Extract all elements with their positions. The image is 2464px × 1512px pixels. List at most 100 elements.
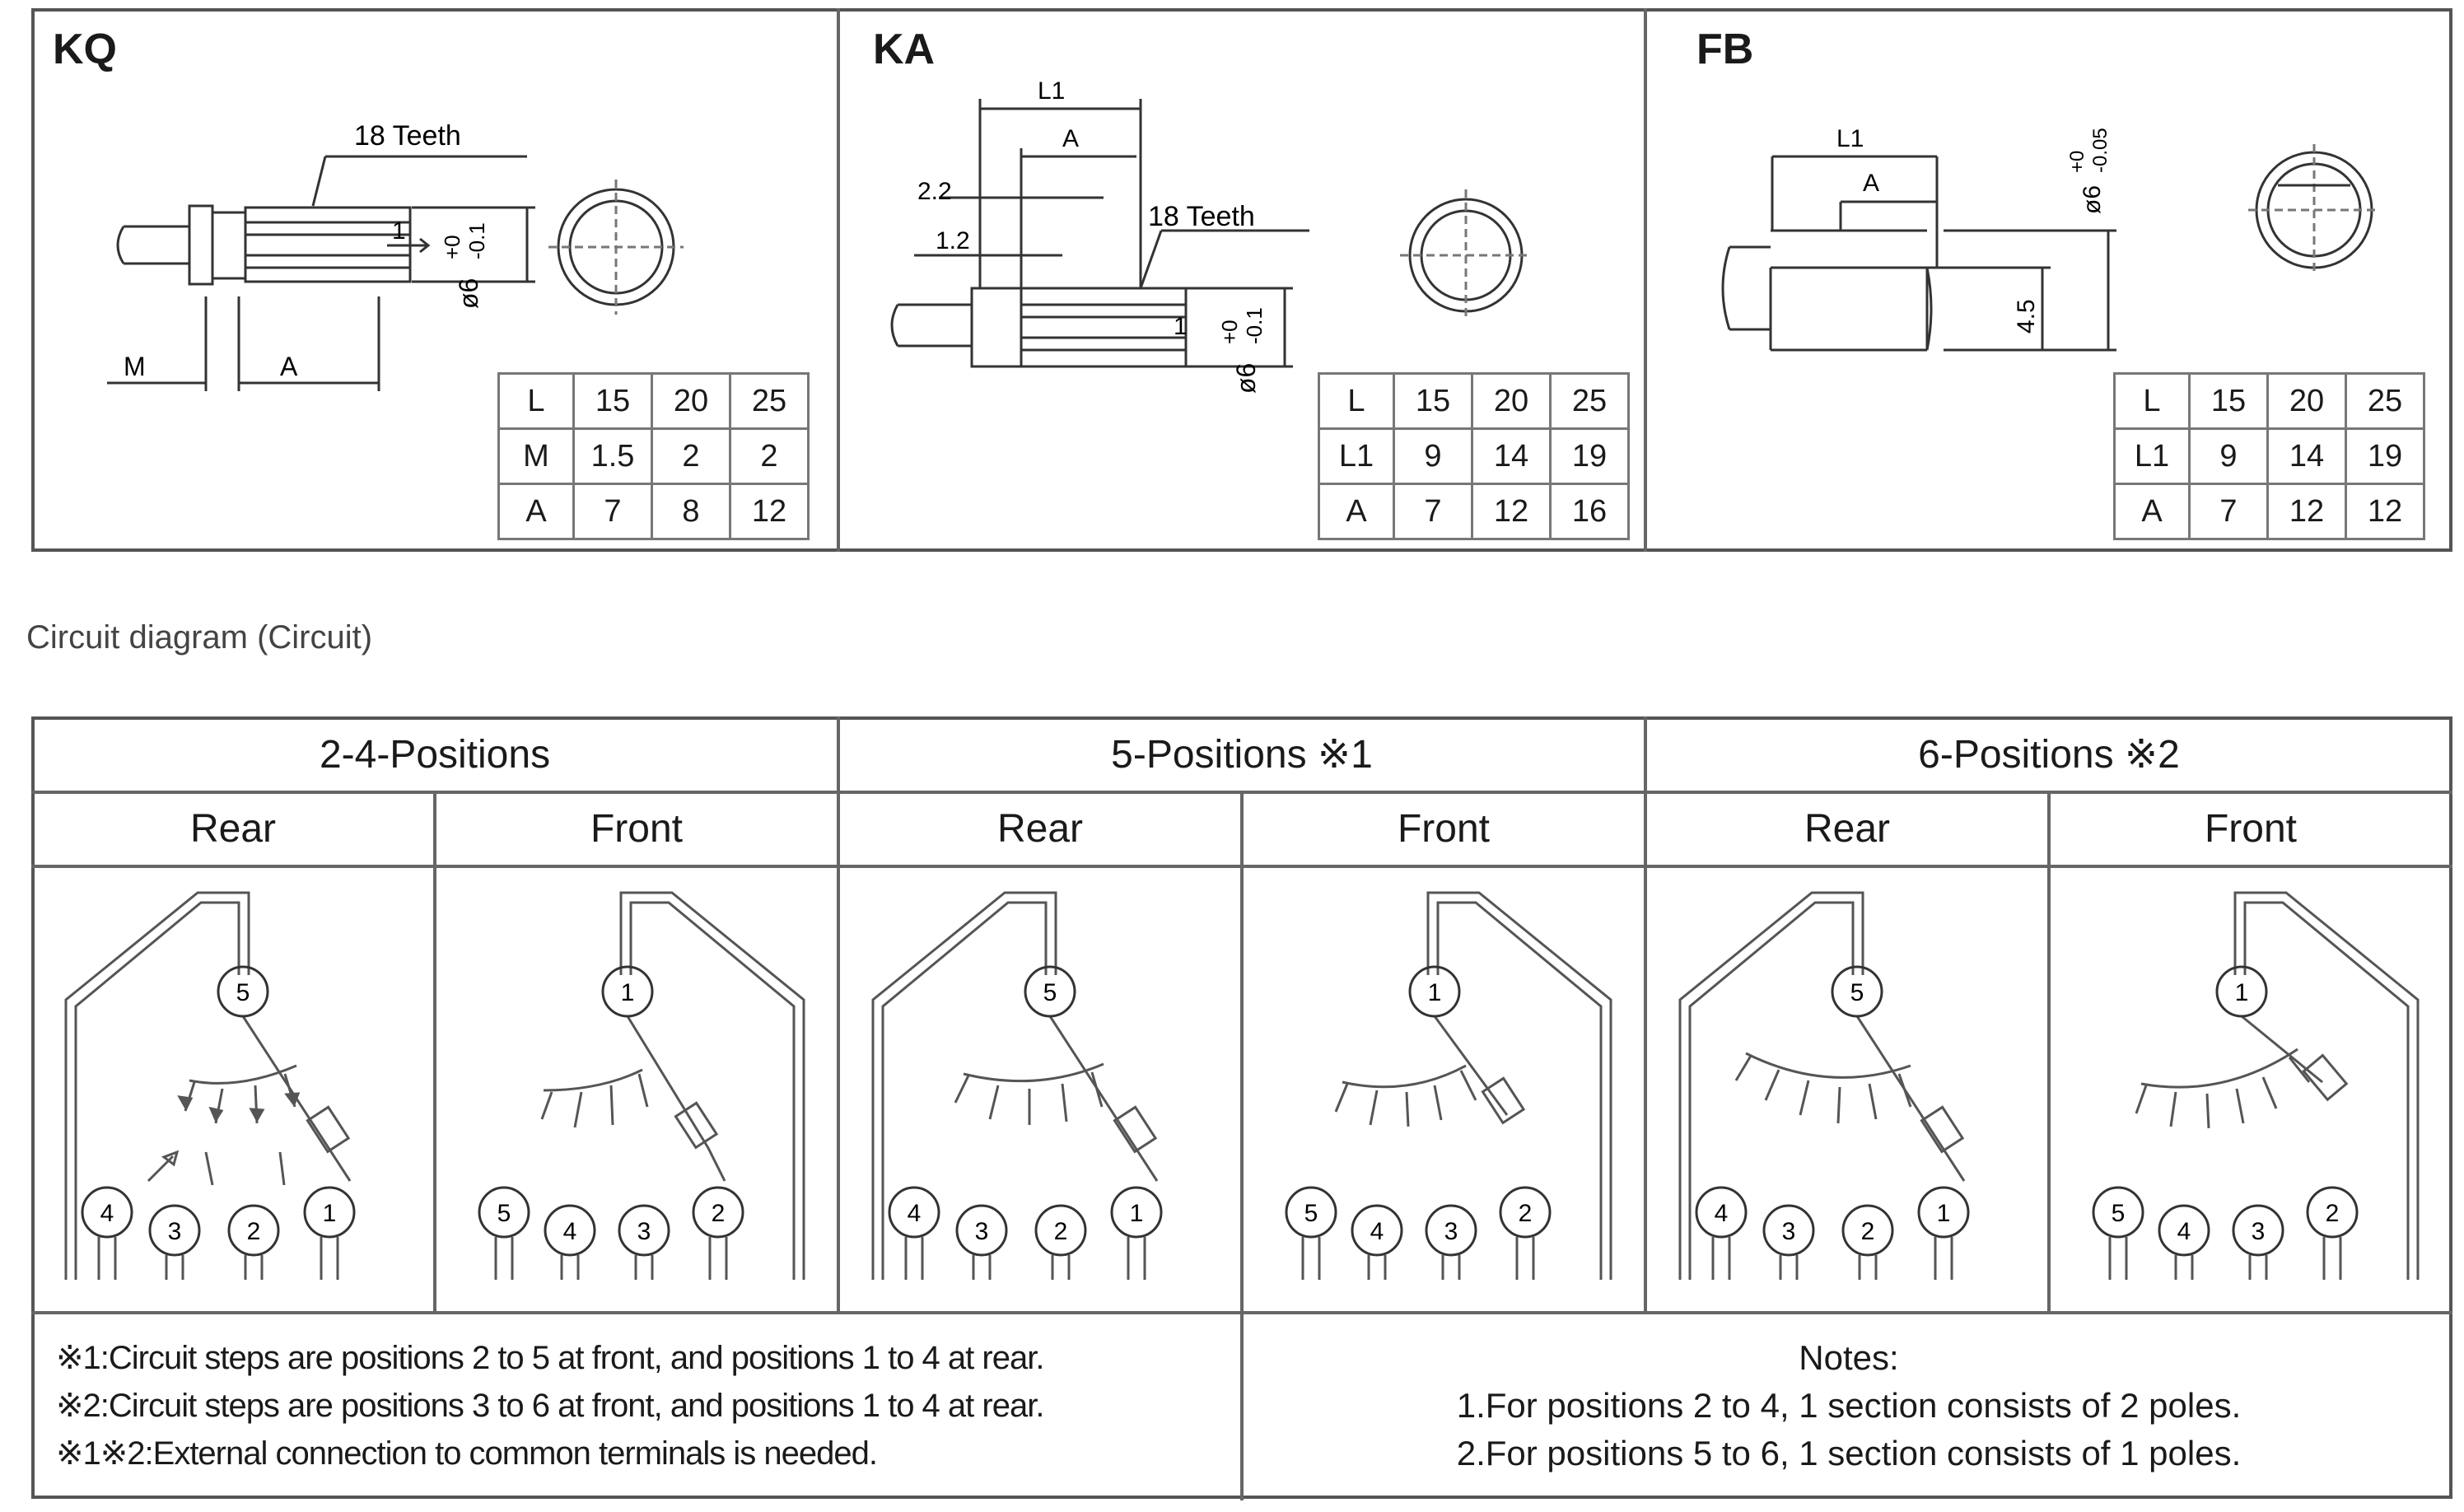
pin-label: 4 <box>908 1200 922 1227</box>
fb-shaft-drawing: L1 A ø6 +0 -0.05 4.5 <box>1721 125 2380 352</box>
shaft-divider <box>837 8 840 552</box>
kq-shaft-drawing: 18 Teeth M A 1 ø6 +0 -0.1 <box>107 120 684 391</box>
pin-label: 4 <box>1370 1218 1384 1245</box>
ka-a-label: A <box>1062 125 1079 152</box>
side-divider <box>1240 792 1244 1500</box>
spec-cell: A <box>1318 483 1395 540</box>
kq-one-label: 1 <box>392 217 406 245</box>
side-header: Front <box>590 806 684 851</box>
ka-tol-top: +0 <box>1217 320 1242 344</box>
group-divider <box>1644 716 1647 1313</box>
fb-a-label: A <box>1863 170 1879 197</box>
pin-label: 2 <box>2326 1200 2340 1227</box>
common-terminal: 1 <box>621 979 635 1006</box>
spec-cell: 9 <box>1393 427 1473 485</box>
spec-cell: L1 <box>1318 427 1395 485</box>
spec-cell: 19 <box>1549 427 1630 485</box>
group-header: 5-Positions ※1 <box>1111 733 1373 777</box>
fb-dia-label: ø6 <box>2079 185 2106 214</box>
kq-m-label: M <box>124 352 146 381</box>
spec-cell: 15 <box>572 372 653 430</box>
pin-label: 3 <box>975 1218 989 1245</box>
pin-label: 3 <box>168 1218 182 1245</box>
spec-cell: M <box>497 427 575 485</box>
spec-cell: 20 <box>2266 372 2347 430</box>
spec-cell: L <box>497 372 575 430</box>
spec-cell: 12 <box>1471 483 1552 540</box>
note-item: 1.For positions 2 to 4, 1 section consis… <box>1456 1386 2242 1425</box>
side-header: Rear <box>1804 806 1891 851</box>
side-header: Front <box>1397 806 1491 851</box>
spec-cell: L1 <box>2113 427 2191 485</box>
spec-cell: 7 <box>572 483 653 540</box>
pin-label: 4 <box>100 1200 114 1227</box>
spec-cell: 15 <box>2188 372 2269 430</box>
ka-l1-label: L1 <box>1038 77 1065 105</box>
pin-label: 3 <box>637 1218 651 1245</box>
rear-circuit-diagram: 5 4 3 2 1 <box>871 891 1163 1280</box>
kq-teeth-label: 18 Teeth <box>354 120 461 152</box>
spec-cell: 15 <box>1393 372 1473 430</box>
notes: Notes: 1.For positions 2 to 4, 1 section… <box>1244 1334 2454 1477</box>
shaft-panel <box>31 8 2452 552</box>
rear-circuit-diagram: 5 4 3 2 1 <box>1678 891 1970 1280</box>
kq-tol-bot: -0.1 <box>464 222 489 259</box>
spec-cell: 14 <box>2266 427 2347 485</box>
spec-cell: 25 <box>2345 372 2425 430</box>
spec-cell: 7 <box>1393 483 1473 540</box>
pin-label: 5 <box>1304 1200 1318 1227</box>
front-circuit-diagram: 1 5 4 3 2 <box>2092 891 2420 1280</box>
side-divider <box>433 792 436 1313</box>
footnote: ※1:Circuit steps are positions 2 to 5 at… <box>56 1340 1044 1376</box>
common-terminal: 1 <box>1428 979 1442 1006</box>
spec-cell: 12 <box>729 483 810 540</box>
pin-label: 1 <box>1130 1200 1144 1227</box>
spec-cell: 25 <box>729 372 810 430</box>
side-divider <box>2047 792 2051 1313</box>
circuit-diagram-title: Circuit diagram (Circuit) <box>26 619 373 656</box>
ka-dia-label: ø6 <box>1231 363 1261 394</box>
spec-cell: 25 <box>1549 372 1630 430</box>
shaft-code-ka: KA <box>873 26 936 73</box>
rear-circuit-diagram: 5 4 3 2 1 <box>64 891 356 1280</box>
pin-label: 2 <box>1861 1218 1875 1245</box>
fb-l1-label: L1 <box>1836 125 1864 152</box>
spec-cell: 1.5 <box>572 427 653 485</box>
spec-cell: 2 <box>651 427 731 485</box>
pin-label: 1 <box>1937 1200 1951 1227</box>
shaft-code-fb: FB <box>1696 26 1754 73</box>
fb-h-label: 4.5 <box>2013 299 2040 334</box>
pin-label: 5 <box>497 1200 511 1227</box>
kq-tol-top: +0 <box>440 235 464 259</box>
common-terminal: 5 <box>236 979 250 1006</box>
spec-cell: 2 <box>729 427 810 485</box>
spec-cell: 16 <box>1549 483 1630 540</box>
pin-label: 2 <box>1054 1218 1068 1245</box>
kq-a-label: A <box>280 352 298 381</box>
pin-label: 5 <box>2112 1200 2126 1227</box>
spec-cell: 7 <box>2188 483 2269 540</box>
spec-cell: 12 <box>2266 483 2347 540</box>
spec-cell: A <box>497 483 575 540</box>
pin-label: 3 <box>1782 1218 1796 1245</box>
ka-22-label: 2.2 <box>917 178 952 205</box>
spec-cell: A <box>2113 483 2191 540</box>
pin-label: 2 <box>712 1200 726 1227</box>
group-divider <box>837 716 840 1313</box>
spec-cell: 8 <box>651 483 731 540</box>
shaft-divider <box>1644 8 1647 552</box>
notes-title: Notes: <box>1799 1338 1899 1377</box>
ka-tol-bot: -0.1 <box>1242 307 1267 344</box>
spec-cell: 20 <box>651 372 731 430</box>
pin-label: 4 <box>1715 1200 1729 1227</box>
pin-label: 2 <box>1519 1200 1533 1227</box>
side-header: Rear <box>189 806 277 851</box>
spec-cell: L <box>1318 372 1395 430</box>
footnotes: ※1:Circuit steps are positions 2 to 5 at… <box>56 1334 1044 1477</box>
common-terminal: 5 <box>1043 979 1057 1006</box>
spec-cell: 20 <box>1471 372 1552 430</box>
pin-label: 2 <box>247 1218 261 1245</box>
ka-one-label: 1 <box>1174 313 1188 340</box>
